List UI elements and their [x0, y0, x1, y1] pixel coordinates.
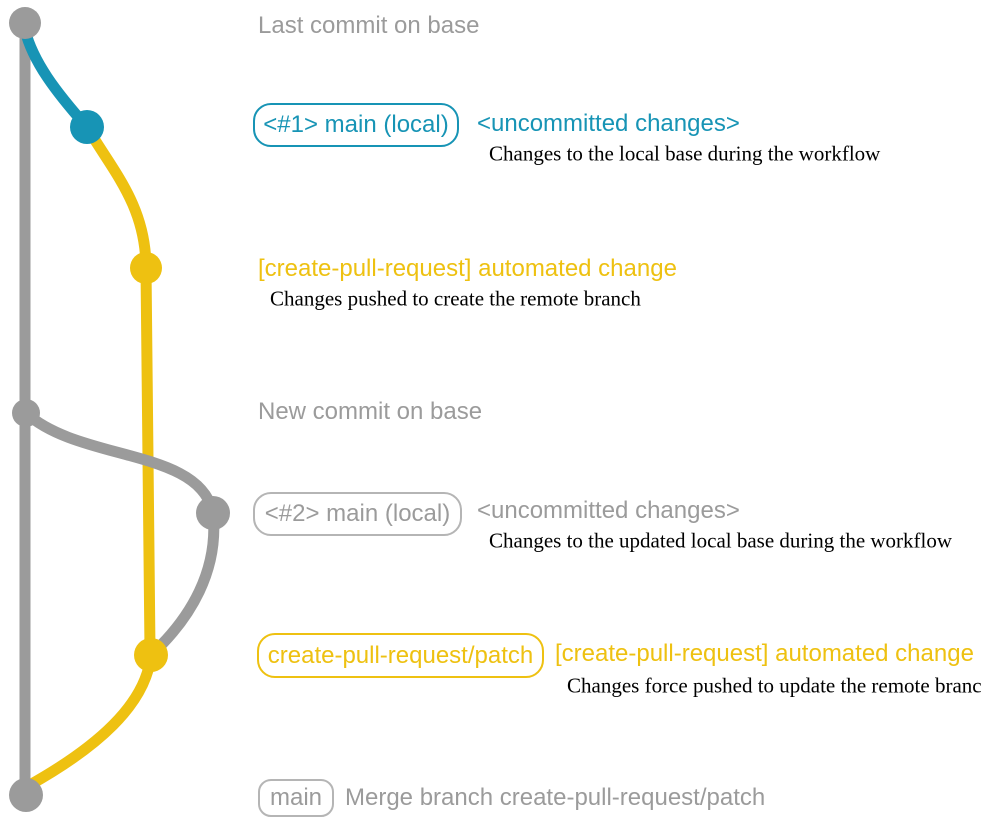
local-main-branch-curve-2 [20, 407, 219, 519]
commit-message-patch-1: [create-pull-request] automated change [258, 254, 677, 282]
local-main-branch-curve-1 [19, 24, 93, 133]
branch-tag-label: <#2> main (local) [264, 500, 451, 527]
commit-message-new-base: New commit on base [258, 397, 483, 425]
commit-message-merge: Merge branch create-pull-request/patch [345, 783, 766, 811]
branch-tag-label: main [269, 784, 323, 811]
commit-description-uncommitted-2: Changes to the updated local base during… [489, 528, 953, 553]
patch-branch-line [81, 121, 156, 656]
commit-node-patch-2 [134, 638, 168, 672]
commit-node-local-2 [196, 496, 230, 530]
branch-tag-label: <#1> main (local) [263, 111, 449, 138]
commit-description-patch-2: Changes force pushed to update the remot… [567, 673, 981, 698]
commit-node-patch-1 [130, 252, 162, 284]
branch-tag-main: main [258, 779, 334, 817]
commit-message-last-base: Last commit on base [258, 11, 480, 39]
branch-tag-main-local-2: <#2> main (local) [253, 492, 462, 536]
commit-message-patch-2: [create-pull-request] automated change [555, 639, 974, 667]
patch-merge-curve [22, 649, 157, 792]
commit-node-new-base [12, 399, 40, 427]
commit-description-uncommitted-1: Changes to the local base during the wor… [489, 141, 881, 166]
local-main-merge-curve [145, 507, 220, 661]
commit-node-local-1 [70, 110, 104, 144]
commit-message-uncommitted-1: <uncommitted changes> [477, 109, 740, 137]
branch-tag-label: create-pull-request/patch [267, 641, 534, 669]
branch-tag-main-local-1: <#1> main (local) [253, 103, 459, 147]
git-graph-svg [9, 7, 230, 812]
commit-node-merge [9, 778, 43, 812]
commit-description-patch-1: Changes pushed to create the remote bran… [270, 286, 641, 311]
commit-node-last-base [9, 7, 41, 39]
branch-tag-patch: create-pull-request/patch [257, 633, 544, 678]
commit-message-uncommitted-2: <uncommitted changes> [477, 496, 740, 524]
